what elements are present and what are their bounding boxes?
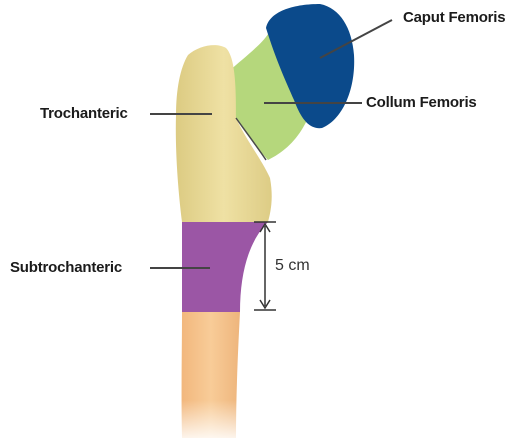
trochanteric-label: Trochanteric — [40, 105, 128, 122]
measurement-label: 5 cm — [275, 257, 310, 275]
caput-femoris-label: Caput Femoris — [403, 9, 505, 26]
subtrochanteric-label: Subtrochanteric — [10, 259, 122, 276]
collum-femoris-label: Collum Femoris — [366, 94, 477, 111]
